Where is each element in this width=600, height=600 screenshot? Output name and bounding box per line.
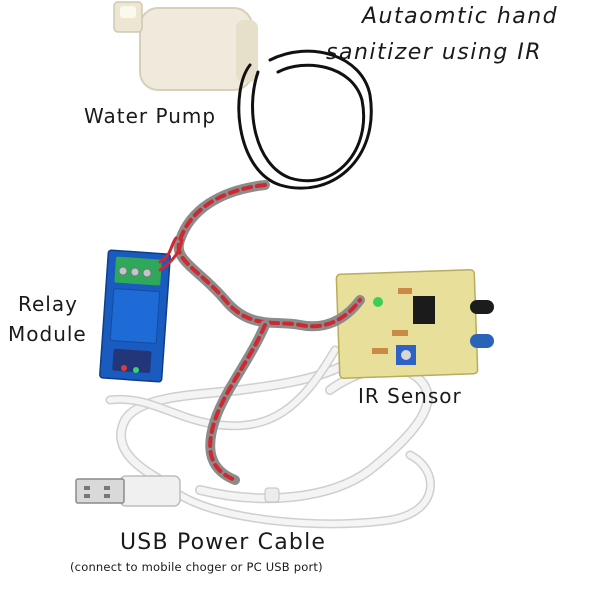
water-pump — [113, 1, 258, 91]
usb-cable-note: (connect to mobile choger or PC USB port… — [70, 560, 323, 574]
wire-bundle — [158, 180, 365, 485]
pump-tube — [237, 49, 373, 190]
usb-cable — [105, 345, 435, 529]
relay-module — [99, 249, 171, 383]
usb-cable-label: USB Power Cable — [120, 530, 327, 555]
usb-plug — [75, 475, 280, 507]
relay-label-line-2: Module — [8, 322, 87, 346]
ir-sensor-label: IR Sensor — [358, 384, 462, 408]
title-line-2: sanitizer using IR — [326, 40, 543, 65]
title-line-1: Autaomtic hand — [362, 4, 559, 29]
water-pump-label: Water Pump — [84, 104, 217, 128]
ir-sensor-board — [335, 269, 494, 379]
relay-label-line-1: Relay — [18, 292, 78, 316]
